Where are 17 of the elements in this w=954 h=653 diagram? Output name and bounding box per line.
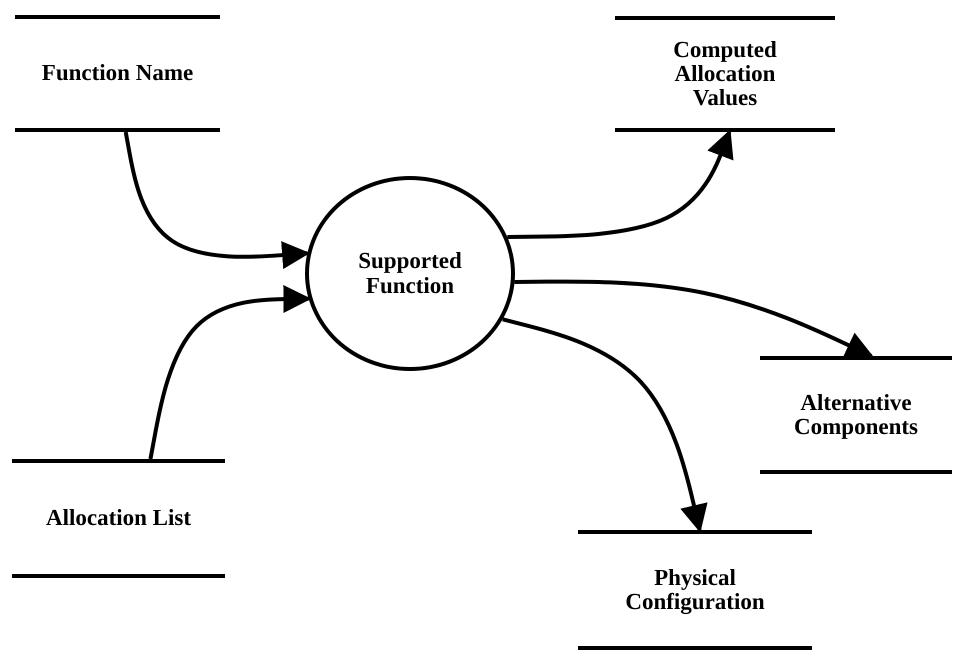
arrow [148, 284, 312, 460]
node-label: Physical Configuration [624, 566, 766, 614]
data-store [760, 356, 952, 474]
node-label: Computed Allocation Values [672, 38, 778, 110]
arrow [124, 132, 310, 270]
node-label: Allocation List [46, 506, 192, 531]
data-store [578, 530, 812, 650]
process-circle [305, 176, 515, 371]
arrow [502, 317, 708, 533]
arrow [514, 280, 874, 358]
node-label: Supported Function [357, 249, 463, 298]
node-label: Function Name [42, 61, 194, 86]
node-label: Alternative Components [793, 390, 919, 440]
data-store [615, 16, 835, 132]
arrow [507, 129, 734, 239]
data-store [12, 459, 225, 578]
data-store [15, 15, 220, 132]
